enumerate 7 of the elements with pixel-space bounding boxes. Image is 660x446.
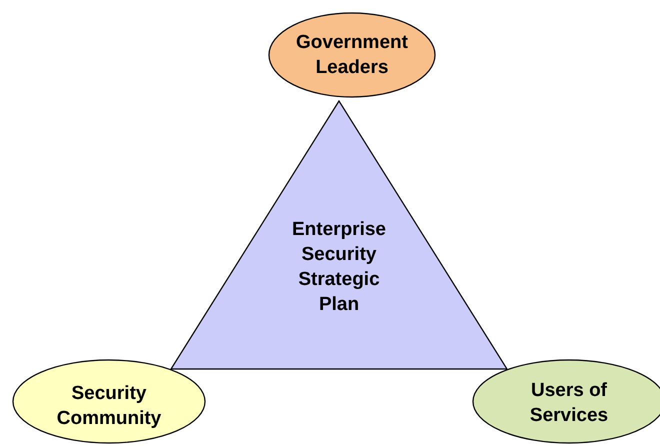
node-label: Government Leaders	[295, 31, 409, 80]
oval-shape	[12, 359, 206, 444]
node-label: Users of Services	[528, 379, 610, 428]
triangle-shape	[170, 100, 508, 370]
node-label: Enterprise Security Strategic Plan	[291, 218, 387, 318]
node-label: Security Community	[56, 382, 162, 431]
oval-shape	[268, 12, 436, 98]
